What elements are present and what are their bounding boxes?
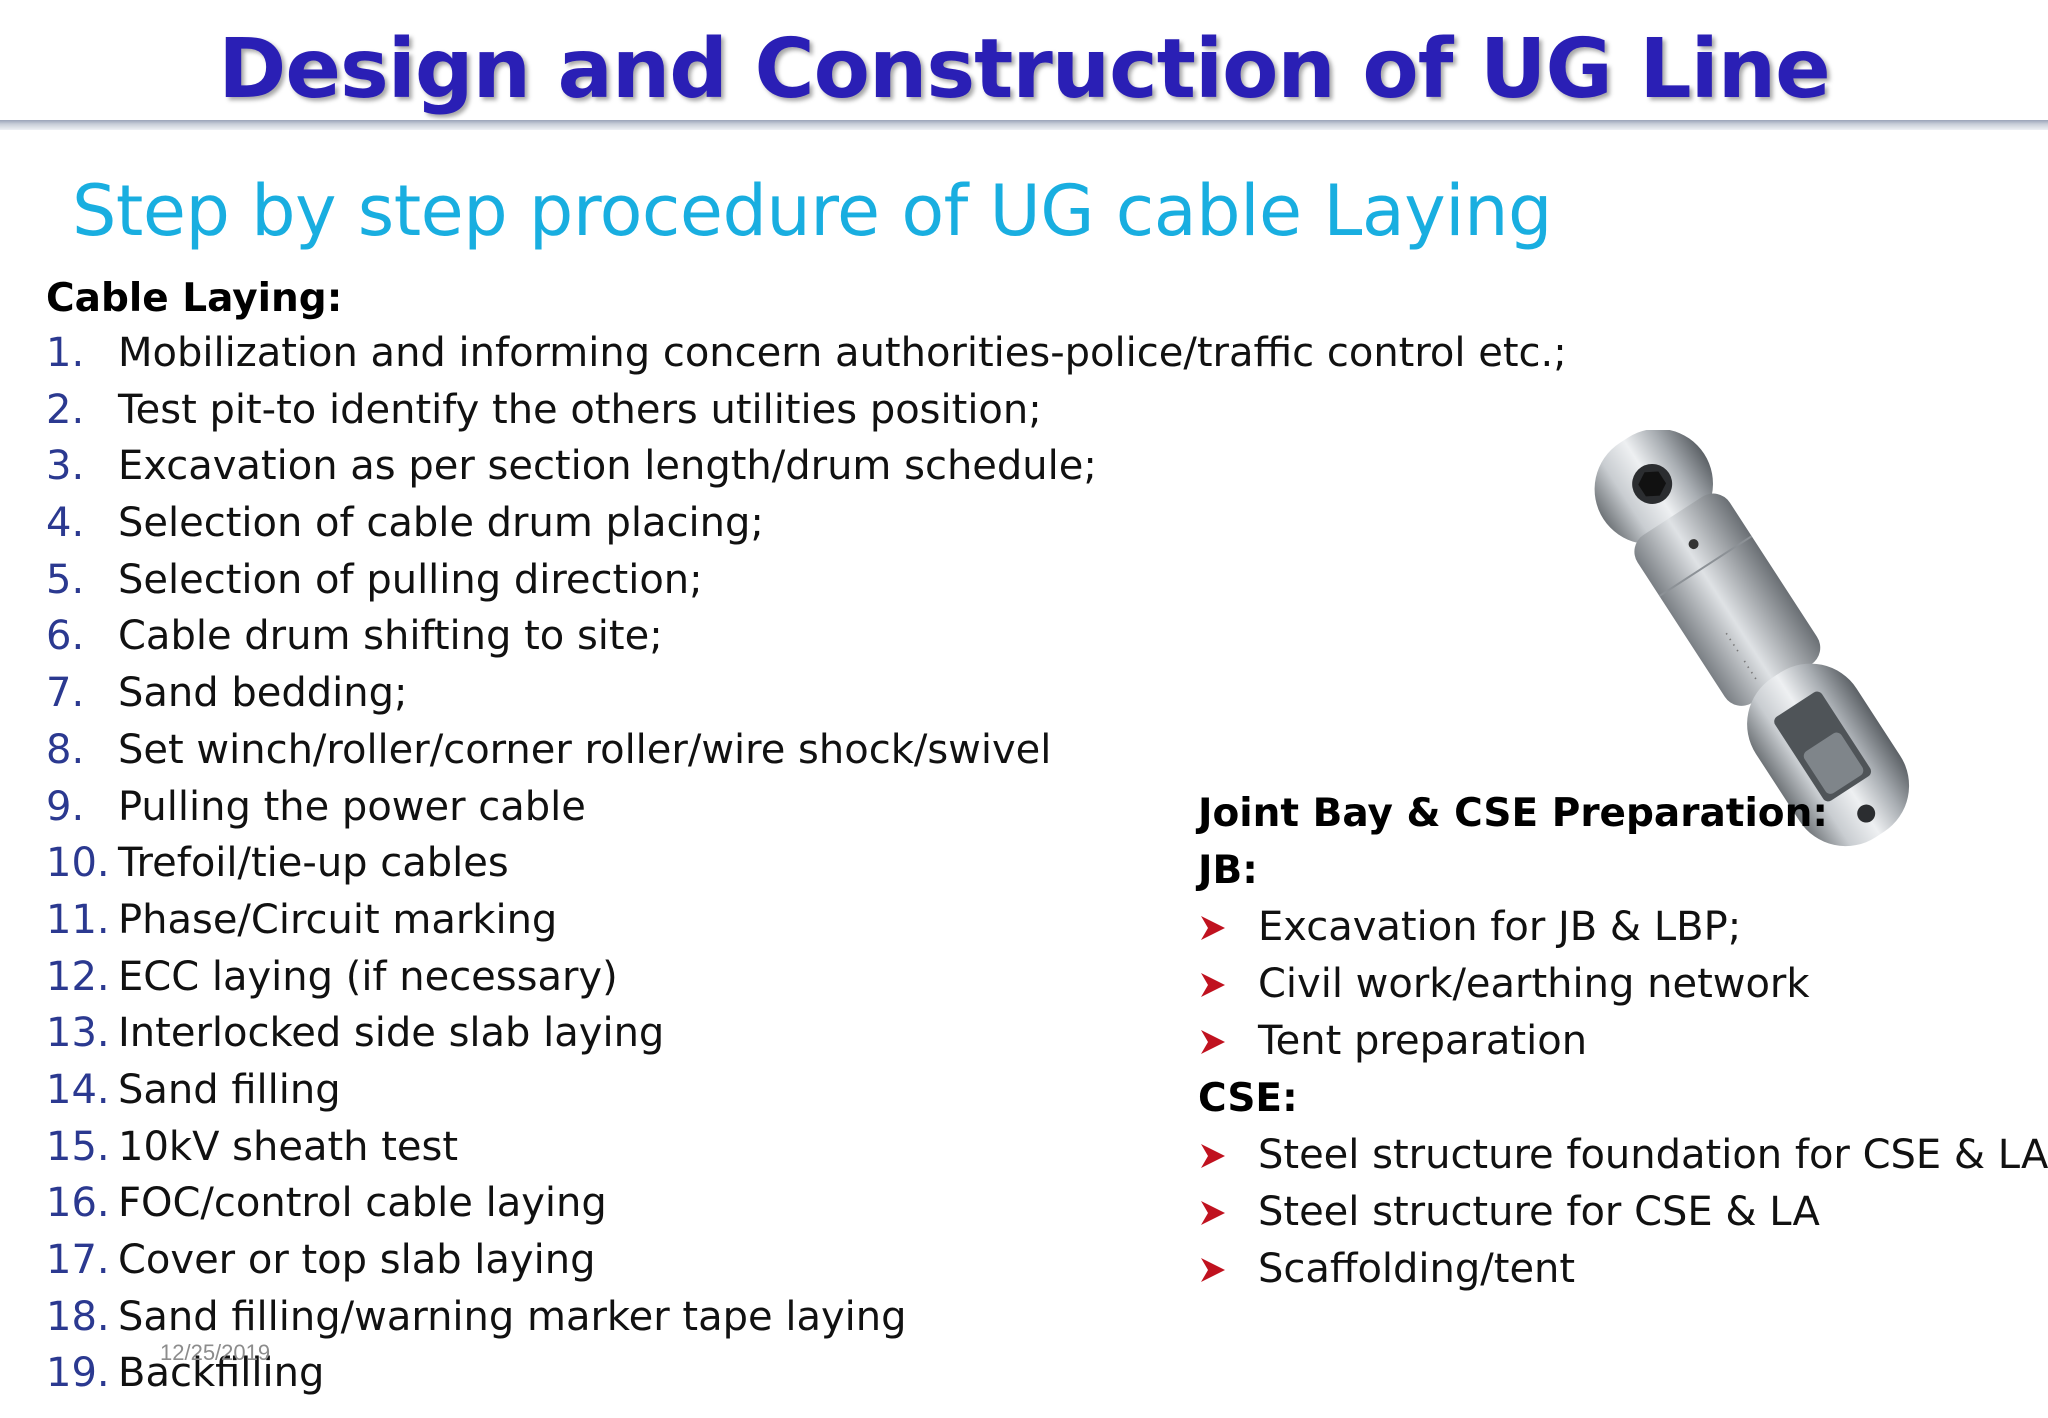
- list-item: Scaffolding/tent: [1198, 1241, 2048, 1298]
- bullet-text: Steel structure for CSE & LA: [1258, 1189, 1820, 1235]
- list-item: 10.Trefoil/tie-up cables: [46, 835, 1567, 892]
- list-item: Excavation for JB & LBP;: [1198, 899, 2048, 956]
- step-number: 4.: [46, 500, 85, 547]
- step-text: Trefoil/tie-up cables: [118, 840, 509, 887]
- cable-swivel-image: .... ....: [1500, 428, 2020, 870]
- list-item: 6. Cable drum shifting to site;: [46, 608, 1567, 665]
- jb-heading: JB:: [1198, 848, 1258, 893]
- jb-list: Excavation for JB & LBP; Civil work/eart…: [1198, 899, 2048, 1070]
- step-text: Selection of pulling direction;: [118, 556, 703, 603]
- list-item: 5. Selection of pulling direction;: [46, 552, 1567, 609]
- list-item: 12.ECC laying (if necessary): [46, 949, 1567, 1006]
- arrow-bullet-icon: [1198, 970, 1258, 1000]
- step-text: Backfilling: [118, 1350, 325, 1397]
- cse-list: Steel structure foundation for CSE & LA;…: [1198, 1127, 2048, 1298]
- joint-bay-section: Joint Bay & CSE Preparation: JB: Excavat…: [1198, 785, 2048, 1298]
- cable-laying-steps: 1. Mobilization and informing concern aut…: [46, 325, 1567, 1402]
- list-item: 11.Phase/Circuit marking: [46, 892, 1567, 949]
- step-number: 13.: [46, 1010, 110, 1057]
- step-number: 6.: [46, 613, 85, 660]
- step-text: Test pit-to identify the others utilitie…: [118, 386, 1042, 433]
- step-text: FOC/control cable laying: [118, 1180, 607, 1227]
- step-number: 12.: [46, 953, 110, 1000]
- cable-laying-heading: Cable Laying:: [46, 276, 343, 321]
- list-item: 9. Pulling the power cable: [46, 779, 1567, 836]
- step-number: 19.: [46, 1350, 110, 1397]
- list-item: 17.Cover or top slab laying: [46, 1232, 1567, 1289]
- step-number: 3.: [46, 443, 85, 490]
- list-item: 4. Selection of cable drum placing;: [46, 495, 1567, 552]
- bullet-text: Steel structure foundation for CSE & LA;: [1258, 1132, 2048, 1178]
- step-text: Selection of cable drum placing;: [118, 500, 764, 547]
- step-text: 10kV sheath test: [118, 1123, 459, 1170]
- step-text: Cable drum shifting to site;: [118, 613, 663, 660]
- list-item: Tent preparation: [1198, 1013, 2048, 1070]
- step-text: Interlocked side slab laying: [118, 1010, 665, 1057]
- list-item: Steel structure foundation for CSE & LA;: [1198, 1127, 2048, 1184]
- step-number: 14.: [46, 1066, 110, 1113]
- list-item: 16.FOC/control cable laying: [46, 1175, 1567, 1232]
- step-text: Sand filling/warning marker tape laying: [118, 1293, 907, 1340]
- step-text: Excavation as per section length/drum sc…: [118, 443, 1097, 490]
- list-item: Steel structure for CSE & LA: [1198, 1184, 2048, 1241]
- cse-heading: CSE:: [1198, 1076, 1298, 1121]
- step-text: Sand bedding;: [118, 670, 408, 717]
- list-item: 8. Set winch/roller/corner roller/wire sh…: [46, 722, 1567, 779]
- joint-bay-heading: Joint Bay & CSE Preparation:: [1198, 791, 1828, 836]
- step-text: Cover or top slab laying: [118, 1237, 596, 1283]
- list-item: 18.Sand filling/warning marker tape layi…: [46, 1289, 1567, 1346]
- step-number: 8.: [46, 726, 85, 773]
- slide-date: 12/25/2019: [160, 1340, 271, 1365]
- slide-subtitle: Step by step procedure of UG cable Layin…: [72, 170, 1552, 252]
- step-number: 15.: [46, 1123, 110, 1170]
- bullet-text: Scaffolding/tent: [1258, 1246, 1576, 1292]
- step-number: 16.: [46, 1180, 110, 1227]
- arrow-bullet-icon: [1198, 913, 1258, 943]
- list-item: 15.10kV sheath test: [46, 1119, 1567, 1176]
- step-number: 5.: [46, 556, 85, 603]
- bullet-text: Civil work/earthing network: [1258, 961, 1810, 1007]
- bullet-text: Excavation for JB & LBP;: [1258, 904, 1742, 950]
- bullet-text: Tent preparation: [1258, 1018, 1588, 1064]
- list-item: 7. Sand bedding;: [46, 665, 1567, 722]
- list-item: 13.Interlocked side slab laying: [46, 1005, 1567, 1062]
- list-item: 1. Mobilization and informing concern aut…: [46, 325, 1567, 382]
- step-text: Sand filling: [118, 1066, 341, 1113]
- step-text: Pulling the power cable: [118, 783, 586, 830]
- step-number: 9.: [46, 783, 85, 830]
- list-item: 19.Backfilling: [46, 1345, 1567, 1402]
- arrow-bullet-icon: [1198, 1198, 1258, 1228]
- slide-title: Design and Construction of UG Line: [218, 22, 1830, 117]
- list-item: 2. Test pit-to identify the others utilit…: [46, 382, 1567, 439]
- step-number: 11.: [46, 896, 110, 943]
- step-number: 17.: [46, 1237, 110, 1283]
- step-text: Mobilization and informing concern autho…: [118, 330, 1567, 376]
- step-number: 18.: [46, 1293, 110, 1340]
- step-text: Set winch/roller/corner roller/wire shoc…: [118, 726, 1052, 773]
- list-item: 3. Excavation as per section length/drum …: [46, 438, 1567, 495]
- title-divider: [0, 120, 2048, 130]
- list-item: 14.Sand filling: [46, 1062, 1567, 1119]
- step-number: 1.: [46, 330, 85, 376]
- list-item: Civil work/earthing network: [1198, 956, 2048, 1013]
- step-number: 10.: [46, 840, 110, 887]
- step-text: ECC laying (if necessary): [118, 953, 618, 1000]
- arrow-bullet-icon: [1198, 1141, 1258, 1171]
- arrow-bullet-icon: [1198, 1255, 1258, 1285]
- step-text: Phase/Circuit marking: [118, 896, 558, 943]
- arrow-bullet-icon: [1198, 1027, 1258, 1057]
- step-number: 7.: [46, 670, 85, 717]
- step-number: 2.: [46, 386, 85, 433]
